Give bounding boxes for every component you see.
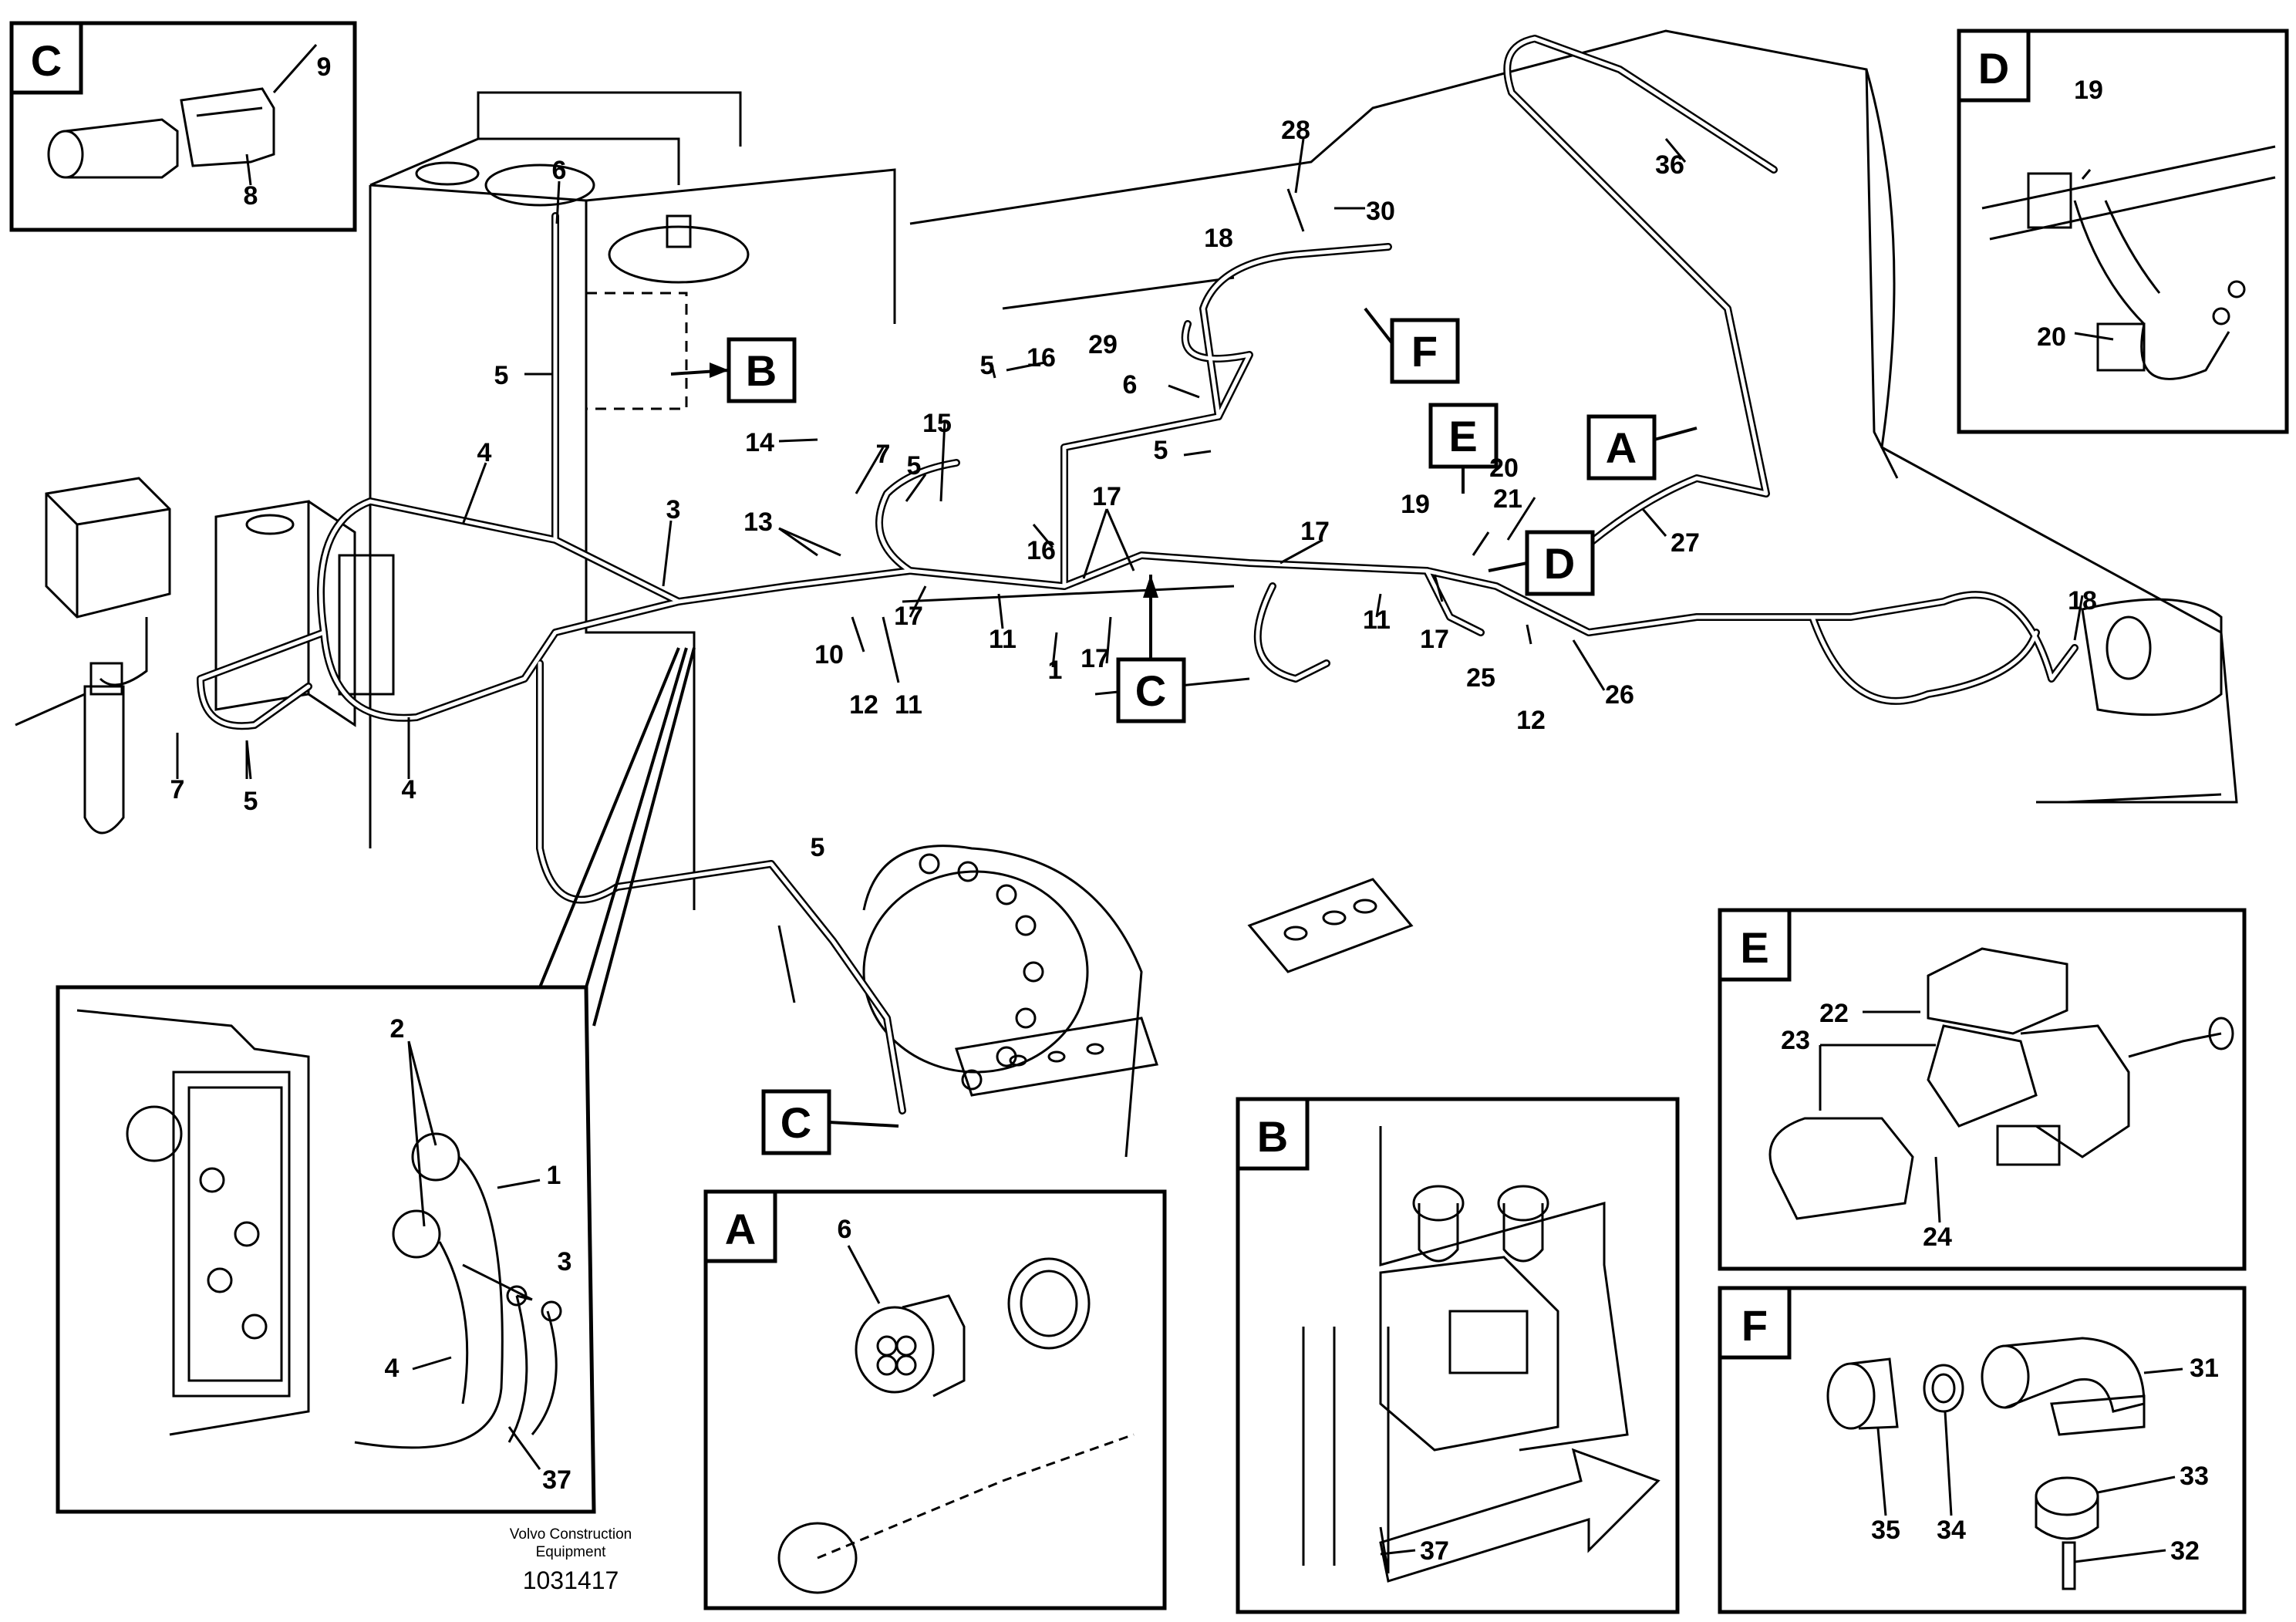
callout-17b: 17: [1092, 482, 1121, 511]
callout-27: 27: [1671, 528, 1700, 558]
callout-17e: 17: [1420, 625, 1449, 654]
svg-text:C: C: [1135, 666, 1166, 715]
callout-37: 37: [542, 1465, 571, 1495]
callout-15: 15: [922, 409, 952, 438]
view-marker-f: F: [1364, 307, 1460, 384]
callout-4c: 4: [385, 1354, 400, 1383]
callout-5f: 5: [811, 833, 825, 862]
callout-25: 25: [1466, 663, 1495, 693]
callout-7b: 7: [876, 440, 891, 469]
view-marker-b: B: [670, 337, 797, 403]
callout-2: 2: [390, 1014, 405, 1044]
callout-9: 9: [317, 52, 332, 82]
callout-35: 35: [1871, 1516, 1900, 1545]
callout-36: 36: [1655, 150, 1684, 180]
callout-1: 1: [1048, 656, 1063, 685]
callout-5e: 5: [1154, 436, 1168, 465]
machine-outline: [15, 29, 2238, 1158]
view-a-letter: A: [725, 1205, 756, 1253]
callout-11c: 11: [1363, 605, 1391, 635]
callout-8: 8: [244, 181, 258, 211]
view-d-letter: D: [1978, 44, 2009, 93]
svg-text:B: B: [746, 346, 777, 395]
callout-19: 19: [1401, 490, 1430, 519]
callout-3: 3: [666, 495, 681, 524]
callout-21: 21: [1493, 484, 1522, 514]
callout-numbers: 9 8 6 5 4 3 7 5 4 14 7 15 5 5 16 16 13 1…: [170, 52, 2219, 1566]
callout-7: 7: [170, 775, 185, 804]
callout-4b: 4: [402, 775, 416, 804]
callout-5: 5: [494, 361, 509, 390]
callout-3b: 3: [558, 1247, 572, 1276]
callout-20: 20: [1489, 454, 1519, 483]
callout-17c: 17: [1081, 644, 1110, 673]
callout-5c: 5: [907, 451, 922, 481]
callout-23: 23: [1781, 1026, 1810, 1055]
callout-5d: 5: [980, 351, 995, 380]
svg-text:D: D: [1544, 539, 1575, 588]
callout-28: 28: [1281, 116, 1310, 145]
company-name-line1: Volvo Construction: [510, 1526, 632, 1543]
callout-33: 33: [2180, 1462, 2209, 1491]
view-f-letter: F: [1741, 1301, 1768, 1350]
svg-text:E: E: [1448, 412, 1477, 460]
callout-30: 30: [1366, 197, 1395, 226]
callout-18: 18: [1204, 224, 1233, 253]
company-name-line2: Equipment: [536, 1544, 607, 1560]
callout-11b: 11: [989, 625, 1017, 654]
view-c-letter: C: [31, 36, 62, 85]
callout-12b: 12: [1516, 706, 1546, 735]
view-marker-a: A: [1586, 414, 1698, 481]
view-marker-c-lower: C: [761, 1089, 899, 1155]
callout-37b: 37: [1420, 1536, 1449, 1566]
callout-10: 10: [814, 640, 844, 669]
callout-26: 26: [1605, 680, 1634, 710]
callout-16b: 16: [1027, 536, 1056, 565]
view-b-letter: B: [1257, 1112, 1288, 1161]
leader-lines: [176, 44, 2183, 1563]
view-marker-e: E: [1428, 403, 1499, 494]
view-marker-c-main: C: [1116, 575, 1186, 723]
callout-11: 11: [895, 690, 922, 720]
callout-6: 6: [552, 156, 567, 185]
callout-31: 31: [2190, 1354, 2219, 1383]
view-e-inset: E: [1718, 908, 2247, 1271]
view-b-inset: B: [1236, 1097, 1680, 1614]
callout-32: 32: [2170, 1536, 2200, 1566]
svg-text:A: A: [1606, 423, 1637, 472]
callout-29: 29: [1088, 330, 1118, 359]
view-e-letter: E: [1740, 923, 1768, 972]
callout-16: 16: [1027, 343, 1056, 373]
drawing-footer: Volvo Construction Equipment 1031417: [510, 1526, 632, 1594]
callout-6b: 6: [1123, 370, 1138, 400]
view-f-inset: F: [1718, 1286, 2247, 1614]
callout-4: 4: [477, 438, 492, 467]
callout-19b: 19: [2074, 76, 2103, 105]
callout-12: 12: [849, 690, 878, 720]
callout-18b: 18: [2068, 586, 2097, 615]
detail-inset-connectors: [56, 647, 696, 1514]
callout-17: 17: [894, 602, 923, 631]
callout-1b: 1: [547, 1161, 561, 1190]
callout-24: 24: [1923, 1222, 1952, 1252]
view-a-inset: A: [703, 1189, 1167, 1610]
callout-17d: 17: [1300, 517, 1330, 546]
drawing-number: 1031417: [523, 1566, 619, 1594]
callout-5b: 5: [244, 787, 258, 816]
callout-6c: 6: [838, 1215, 852, 1244]
view-d-inset: D: [1957, 29, 2289, 434]
view-markers: B F E A D C C: [670, 307, 1698, 1155]
svg-text:F: F: [1411, 327, 1438, 376]
svg-text:C: C: [781, 1098, 811, 1147]
callout-13: 13: [743, 508, 773, 537]
callout-20b: 20: [2037, 322, 2066, 352]
callout-34: 34: [1937, 1516, 1966, 1545]
callout-22: 22: [1819, 999, 1849, 1028]
view-marker-d: D: [1488, 530, 1595, 596]
callout-14: 14: [745, 428, 774, 457]
view-c-inset: C: [9, 21, 357, 232]
